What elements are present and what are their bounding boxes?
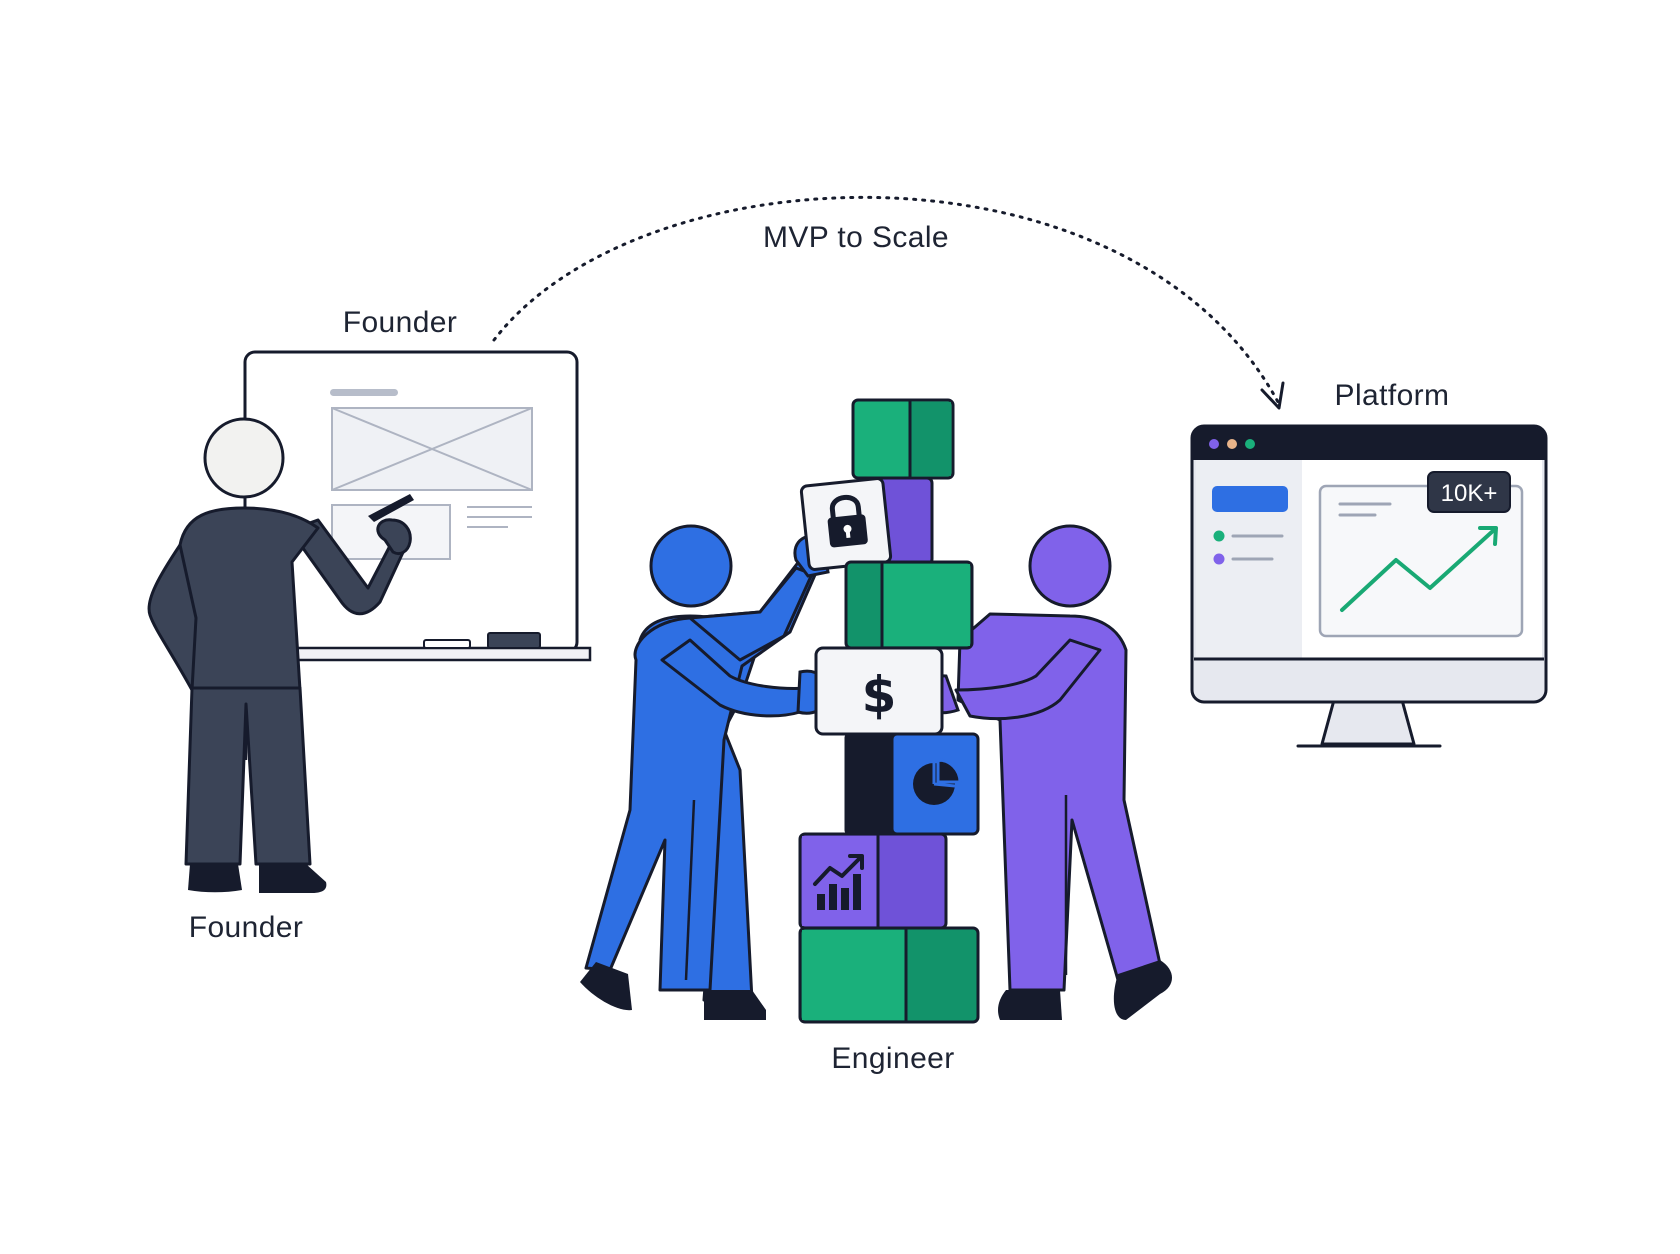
founder-figure [147,417,414,893]
block-green-top [851,398,955,480]
block-green-middle [844,560,974,650]
trend-line-icon [1340,526,1498,612]
founder-top-label: Founder [343,306,458,339]
arc-label: MVP to Scale [763,221,949,254]
journey-arc [492,195,1285,410]
metric-badge-value: 10K+ [1441,480,1498,507]
engineer-blue-figure [580,524,830,1020]
sidebar-active-item [1212,486,1288,512]
window-dot-icon [1209,439,1219,449]
founder-bottom-label: Founder [189,911,304,944]
window-dot-icon [1227,439,1237,449]
chart-card [1318,484,1524,638]
lock-icon [827,495,868,548]
marker-pen-icon [368,494,414,522]
pie-chart-icon [913,758,962,805]
arc-arrowhead-icon [1260,381,1285,410]
platform-monitor: 10K+ [1190,424,1548,748]
platform-label: Platform [1335,379,1450,412]
window-dot-icon [1245,439,1255,449]
bar-chart-icon [813,854,864,910]
block-bar-chart [798,832,948,930]
block-dollar: $ [814,646,944,736]
dollar-icon: $ [862,666,897,724]
block-tower: $ [798,398,980,1024]
block-lock [799,477,893,571]
whiteboard [243,350,592,662]
engineer-label: Engineer [831,1042,954,1075]
block-green-bottom [798,926,980,1024]
engineer-purple-figure [917,524,1172,1020]
metric-badge: 10K+ [1427,471,1511,513]
wireframe-image-placeholder [331,407,533,491]
block-pie-chart [844,732,980,836]
